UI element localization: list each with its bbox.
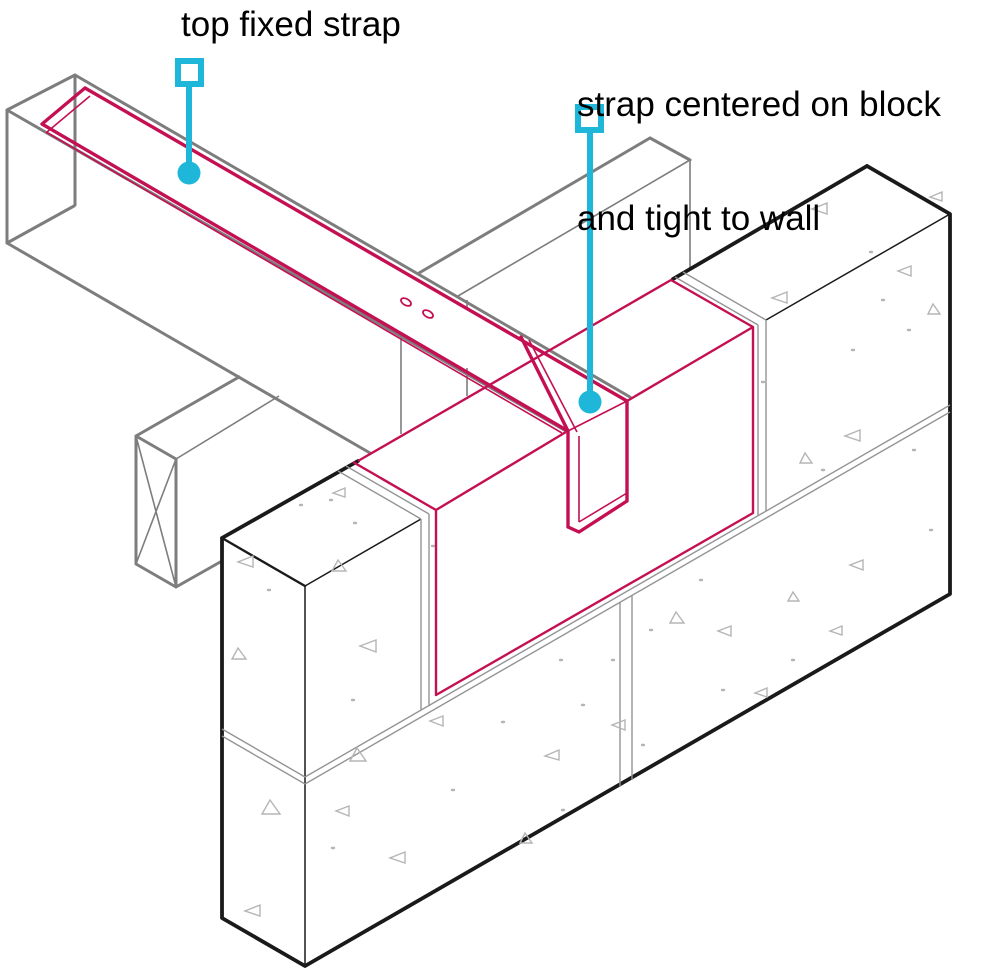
strap-nail-holes [400, 297, 434, 319]
aggregate-triangles [230, 190, 943, 917]
restraint-strap [40, 86, 629, 534]
annotation-top-fixed-strap: top fixed strap [181, 5, 401, 44]
wall-end-top-edge [220, 536, 307, 588]
beam-b-details [135, 159, 691, 588]
strap-main-edges [40, 86, 629, 534]
beam-a-outline [5, 73, 632, 455]
leader-top-fixed-strap [175, 58, 204, 185]
wall-outer-outline [220, 164, 952, 968]
annotation-strap-centered-line2: and tight to wall [577, 199, 821, 238]
beam-cross-joist [134, 136, 692, 589]
highlighted-block-outline [352, 278, 755, 697]
wall-block-edges [304, 213, 951, 966]
leader-strap-centered [575, 104, 604, 414]
block-wall [220, 164, 952, 968]
leader-dot-icon [177, 161, 201, 185]
leader-square-icon [175, 58, 204, 87]
strap-inner-edges [45, 95, 628, 523]
annotation-strap-centered-line1: strap centered on block [577, 85, 941, 124]
mortar-joints [221, 271, 951, 787]
beam-strap-joist [5, 73, 632, 455]
aggregate-dots [266, 250, 934, 850]
leader-square-icon [575, 104, 604, 133]
highlighted-block [352, 278, 755, 697]
annotation-strap-centered: strap centered on block and tight to wal… [577, 10, 941, 314]
leader-dot-icon [578, 390, 602, 414]
